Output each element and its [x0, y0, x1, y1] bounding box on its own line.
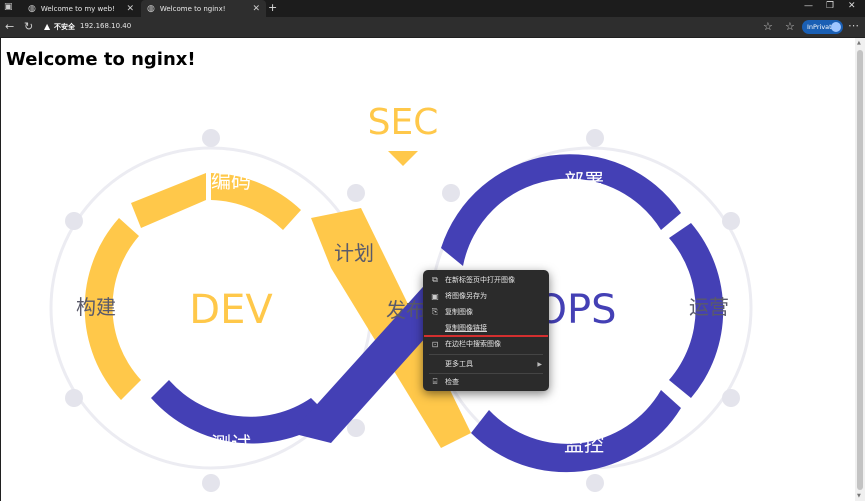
- restore-icon[interactable]: ❐: [826, 1, 835, 11]
- devsecops-diagram[interactable]: SEC DEV OPS 编码 构建 测试 计划 发布 部署 运营 监控: [1, 38, 855, 501]
- ring-dots: [65, 129, 740, 492]
- back-icon[interactable]: ←: [5, 20, 15, 33]
- stage-code: 编码: [211, 169, 251, 193]
- scroll-thumb[interactable]: [857, 50, 863, 490]
- globe-icon: ◍: [28, 3, 36, 14]
- menu-separator: [429, 373, 543, 374]
- menu-item-label: 将图像另存为: [445, 292, 487, 300]
- dev-segment-code: [211, 173, 301, 230]
- security-label[interactable]: 不安全: [54, 23, 75, 31]
- chevron-right-icon: ▶: [537, 360, 542, 368]
- more-menu-icon[interactable]: ⋯: [848, 19, 859, 32]
- menu-copy-image[interactable]: ⎘ 复制图像: [423, 304, 549, 320]
- open-tab-icon: ⧉: [432, 275, 438, 284]
- sidebar-search-icon: ⊡: [431, 339, 439, 349]
- warning-icon[interactable]: ▲: [44, 22, 51, 31]
- context-menu: ⧉ 在新标签页中打开图像 ▣ 将图像另存为 ⎘ 复制图像 复制图像链接 ⊡ 在边…: [423, 270, 549, 391]
- menu-item-label: 在边栏中搜索图像: [445, 340, 501, 348]
- favorites-icon[interactable]: ☆: [785, 20, 795, 33]
- minimize-icon[interactable]: —: [804, 1, 813, 11]
- scroll-up-icon[interactable]: ▲: [857, 40, 861, 46]
- stage-test: 测试: [211, 432, 251, 456]
- inspect-icon: ⌸: [432, 377, 438, 386]
- tab-actions-icon[interactable]: ▣: [4, 2, 13, 12]
- refresh-icon[interactable]: ↻: [24, 20, 34, 33]
- tab-title: Welcome to nginx!: [159, 4, 226, 13]
- ops-label: OPS: [536, 287, 617, 333]
- tab-welcome-my-web[interactable]: ◍ Welcome to my web! ✕: [22, 0, 140, 17]
- tab-title: Welcome to my web!: [40, 4, 115, 13]
- dev-segment-build: [84, 218, 141, 400]
- ops-segment-deploy: [441, 154, 681, 266]
- avatar: [831, 22, 841, 32]
- stage-release: 发布: [386, 298, 426, 322]
- tab-welcome-nginx[interactable]: ◍ Welcome to nginx! ✕: [141, 0, 266, 17]
- ops-segment-operate: [669, 223, 724, 398]
- close-icon[interactable]: ✕: [126, 3, 134, 14]
- scroll-down-icon[interactable]: ▼: [857, 493, 861, 499]
- ops-segment-monitor: [471, 390, 681, 473]
- sec-label: SEC: [368, 102, 439, 143]
- new-tab-icon[interactable]: +: [268, 1, 278, 14]
- stage-deploy: 部署: [564, 169, 604, 193]
- highlight-underline: [424, 335, 548, 337]
- stage-operate: 运营: [689, 295, 729, 319]
- page-title: Welcome to nginx!: [6, 49, 196, 70]
- url-field[interactable]: 192.168.10.40: [80, 22, 132, 30]
- menu-open-image-new-tab[interactable]: ⧉ 在新标签页中打开图像: [423, 272, 549, 288]
- scrollbar[interactable]: ▲ ▼: [855, 38, 865, 501]
- globe-icon: ◍: [147, 3, 155, 14]
- stage-monitor: 监控: [564, 432, 604, 456]
- stage-plan: 计划: [334, 241, 374, 265]
- page-viewport: SEC DEV OPS 编码 构建 测试 计划 发布 部署 运营 监控 Welc…: [1, 38, 855, 501]
- inprivate-badge[interactable]: InPrivate: [802, 20, 843, 34]
- save-image-icon: ▣: [431, 291, 439, 301]
- menu-item-label: 检查: [445, 378, 459, 386]
- ops-segment-release: [291, 278, 461, 443]
- stage-build: 构建: [76, 295, 116, 319]
- dev-segment-test: [151, 380, 331, 444]
- menu-item-label: 复制图像链接: [445, 324, 487, 332]
- menu-search-image-sidebar[interactable]: ⊡ 在边栏中搜索图像: [423, 336, 549, 352]
- copy-image-icon: ⎘: [431, 307, 439, 316]
- menu-item-label: 更多工具: [445, 360, 473, 368]
- address-bar: ← ↻ ▲ 不安全 192.168.10.40 ☆ ☆ InPrivate ⋯: [0, 17, 865, 37]
- menu-more-tools[interactable]: 更多工具 ▶: [423, 356, 549, 372]
- tab-bar: ▣ ◍ Welcome to my web! ✕ ◍ Welcome to ng…: [0, 0, 865, 17]
- sec-arrow: [388, 151, 418, 166]
- close-icon[interactable]: ✕: [252, 3, 260, 14]
- inprivate-label: InPrivate: [807, 23, 836, 31]
- menu-save-image-as[interactable]: ▣ 将图像另存为: [423, 288, 549, 304]
- menu-item-label: 在新标签页中打开图像: [445, 276, 515, 284]
- menu-inspect[interactable]: ⌸ 检查: [423, 374, 549, 390]
- menu-copy-image-link[interactable]: 复制图像链接: [423, 320, 549, 336]
- menu-separator: [429, 354, 543, 355]
- menu-item-label: 复制图像: [445, 308, 473, 316]
- favorite-star-icon[interactable]: ☆: [763, 20, 773, 33]
- dev-label: DEV: [189, 287, 273, 333]
- window-close-icon[interactable]: ✕: [848, 1, 856, 11]
- dev-segment-code-left: [131, 173, 206, 228]
